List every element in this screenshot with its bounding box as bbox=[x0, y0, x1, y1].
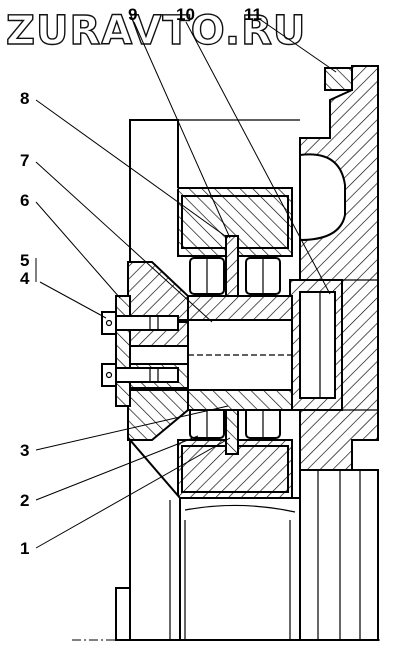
callout-1: 1 bbox=[20, 539, 29, 558]
end-flange bbox=[115, 261, 189, 441]
callout-5: 5 bbox=[20, 251, 29, 270]
callout-7: 7 bbox=[20, 151, 29, 170]
wheel-disc-upper bbox=[129, 119, 300, 262]
leader-11 bbox=[257, 17, 337, 73]
wheel-disc bbox=[115, 437, 301, 641]
leader-lines bbox=[35, 17, 337, 549]
callouts: 9 10 11 8 7 6 5 4 3 2 1 bbox=[20, 5, 262, 558]
leader-10 bbox=[185, 21, 331, 295]
callout-2: 2 bbox=[20, 491, 29, 510]
bolt-head-lower bbox=[101, 363, 117, 387]
leader-3 bbox=[35, 405, 229, 451]
leader-9 bbox=[133, 21, 231, 239]
housing bbox=[289, 65, 379, 641]
bolt-shank-lower bbox=[115, 367, 179, 383]
callout-3: 3 bbox=[20, 441, 29, 460]
bolts bbox=[101, 311, 179, 387]
callout-9: 9 bbox=[128, 5, 137, 24]
lock-plate bbox=[115, 295, 131, 407]
leader-8 bbox=[35, 99, 229, 239]
hub-upper bbox=[177, 187, 293, 307]
leader-1 bbox=[35, 437, 231, 549]
leader-7 bbox=[35, 161, 213, 323]
callout-6: 6 bbox=[20, 191, 29, 210]
leader-4 bbox=[39, 281, 107, 319]
callout-11: 11 bbox=[244, 5, 262, 24]
leader-6 bbox=[35, 201, 121, 299]
callout-8: 8 bbox=[20, 89, 29, 108]
bolt-shank-upper bbox=[115, 315, 179, 331]
callout-4: 4 bbox=[20, 269, 30, 288]
callout-10: 10 bbox=[176, 5, 195, 24]
bolt-head-upper bbox=[101, 311, 117, 335]
leader-2 bbox=[35, 435, 199, 501]
hub-lower bbox=[177, 397, 293, 499]
watermark-text: ZURAVTO.RU bbox=[6, 8, 306, 54]
